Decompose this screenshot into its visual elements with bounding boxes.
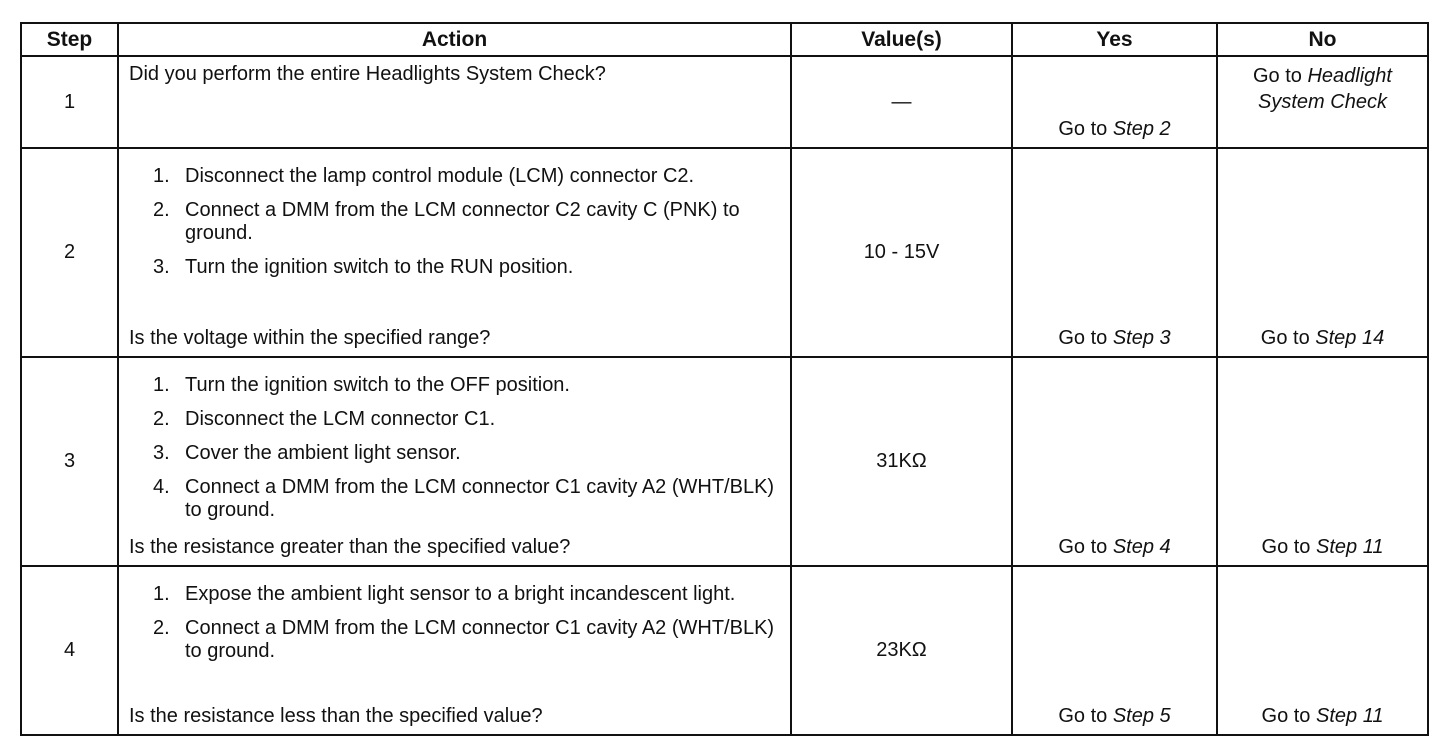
yes-cell: Go to Step 3 [1011, 147, 1218, 358]
no-link[interactable]: Go to Step 14 [1260, 327, 1385, 349]
no-cell: Go to Step 11 [1216, 356, 1429, 567]
header-action: Action [117, 22, 792, 57]
header-step: Step [20, 22, 119, 57]
step-number: 4 [20, 565, 119, 736]
yes-link[interactable]: Go to Step 3 [1058, 327, 1171, 349]
action-question: Did you perform the entire Headlights Sy… [129, 63, 606, 85]
action-cell: Did you perform the entire Headlights Sy… [117, 55, 792, 149]
yes-link[interactable]: Go to Step 2 [1058, 118, 1171, 140]
yes-cell: Go to Step 4 [1011, 356, 1218, 567]
list-item: 3.Cover the ambient light sensor. [153, 442, 461, 464]
value-cell: 31KΩ [790, 356, 1013, 567]
no-link[interactable]: Go to Step 11 [1261, 705, 1384, 727]
yes-cell: Go to Step 2 [1011, 55, 1218, 149]
action-list: 1.Expose the ambient light sensor to a b… [119, 583, 790, 663]
list-item: 2.Connect a DMM from the LCM connector C… [153, 617, 775, 662]
step-number: 2 [20, 147, 119, 358]
header-no: No [1216, 22, 1429, 57]
action-cell: 1.Turn the ignition switch to the OFF po… [117, 356, 792, 567]
table-row-step-4: 4 1.Expose the ambient light sensor to a… [20, 565, 1429, 736]
yes-cell: Go to Step 5 [1011, 565, 1218, 736]
action-cell: 1.Expose the ambient light sensor to a b… [117, 565, 792, 736]
action-list: 1.Turn the ignition switch to the OFF po… [119, 374, 790, 522]
no-link[interactable]: Go to Step 11 [1261, 536, 1384, 558]
no-link[interactable]: Go to Headlight System Check [1253, 65, 1392, 113]
diagnostic-table: Step Action Value(s) Yes No 1 Did you pe… [20, 22, 1429, 736]
value-cell: — [790, 55, 1013, 149]
action-list: 1.Disconnect the lamp control module (LC… [119, 165, 790, 279]
action-question: Is the voltage within the specified rang… [129, 327, 491, 349]
list-item: 1.Turn the ignition switch to the OFF po… [153, 374, 570, 396]
yes-link[interactable]: Go to Step 5 [1058, 705, 1171, 727]
header-row: Step Action Value(s) Yes No [20, 22, 1429, 57]
list-item: 1.Disconnect the lamp control module (LC… [153, 165, 695, 187]
yes-link[interactable]: Go to Step 4 [1058, 536, 1171, 558]
table-row-step-2: 2 1.Disconnect the lamp control module (… [20, 147, 1429, 358]
list-item: 1.Expose the ambient light sensor to a b… [153, 583, 736, 605]
list-item: 4.Connect a DMM from the LCM connector C… [153, 476, 775, 521]
header-yes: Yes [1011, 22, 1218, 57]
no-cell: Go to Headlight System Check [1216, 55, 1429, 149]
action-question: Is the resistance less than the specifie… [129, 705, 543, 727]
step-number: 1 [20, 55, 119, 149]
table-row-step-1: 1 Did you perform the entire Headlights … [20, 55, 1429, 149]
list-item: 3.Turn the ignition switch to the RUN po… [153, 256, 574, 278]
header-values: Value(s) [790, 22, 1013, 57]
step-number: 3 [20, 356, 119, 567]
table-row-step-3: 3 1.Turn the ignition switch to the OFF … [20, 356, 1429, 567]
value-cell: 10 - 15V [790, 147, 1013, 358]
action-question: Is the resistance greater than the speci… [129, 536, 571, 558]
value-cell: 23KΩ [790, 565, 1013, 736]
action-cell: 1.Disconnect the lamp control module (LC… [117, 147, 792, 358]
no-cell: Go to Step 14 [1216, 147, 1429, 358]
list-item: 2.Connect a DMM from the LCM connector C… [153, 199, 740, 244]
list-item: 2.Disconnect the LCM connector C1. [153, 408, 496, 430]
no-cell: Go to Step 11 [1216, 565, 1429, 736]
